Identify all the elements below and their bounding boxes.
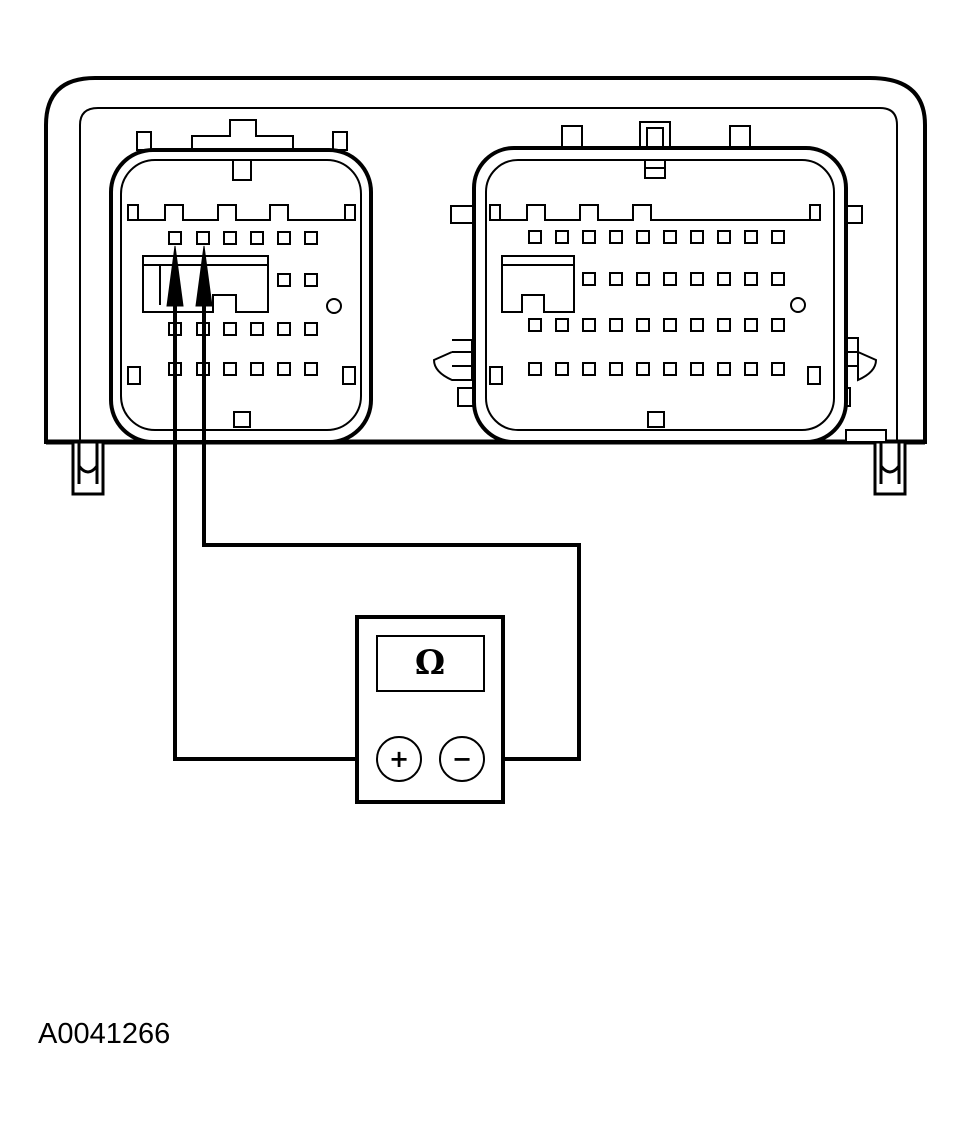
pin-cavity: [555, 318, 569, 332]
pin-cavity: [582, 318, 596, 332]
pin-cavity: [250, 362, 264, 376]
pin-cavity: [304, 322, 318, 336]
pin-cavity: [250, 322, 264, 336]
pin-cavity: [663, 272, 677, 286]
pin-cavity: [277, 273, 291, 287]
pin-cavity: [636, 230, 650, 244]
test-lead-positive: [173, 300, 378, 761]
module-inner-ledge: [79, 107, 898, 442]
pin-cavity: [690, 272, 704, 286]
pin-array-right: [528, 230, 785, 376]
pin-cavity: [277, 362, 291, 376]
probe-tip-positive: [166, 245, 184, 307]
pin-cavity: [528, 230, 542, 244]
pin-cavity: [609, 272, 623, 286]
pin-cavity: [304, 362, 318, 376]
pin-cavity: [771, 318, 785, 332]
pin-cavity: [744, 272, 758, 286]
pin-cavity: [771, 272, 785, 286]
connector-left: [109, 119, 373, 444]
pin-cavity: [250, 231, 264, 245]
pin-cavity: [277, 322, 291, 336]
pin-cavity: [196, 231, 210, 245]
pin-cavity: [744, 230, 758, 244]
pin-cavity: [528, 362, 542, 376]
pin-cavity: [277, 231, 291, 245]
ohm-symbol: Ω: [415, 643, 445, 683]
pin-cavity: [223, 362, 237, 376]
pin-cavity: [636, 272, 650, 286]
pin-cavity: [636, 318, 650, 332]
pin-cavity: [609, 362, 623, 376]
pin-cavity: [555, 362, 569, 376]
pin-cavity: [582, 230, 596, 244]
pin-cavity: [223, 231, 237, 245]
pin-cavity: [636, 362, 650, 376]
pin-cavity: [663, 318, 677, 332]
test-lead-negative: [202, 300, 581, 761]
pin-cavity: [771, 230, 785, 244]
pin-cavity: [717, 230, 731, 244]
pin-cavity: [304, 273, 318, 287]
pin-cavity: [744, 318, 758, 332]
pin-cavity: [717, 318, 731, 332]
terminal-negative: [439, 736, 485, 782]
mounting-foot-left: [71, 440, 105, 496]
figure-id: A0041266: [38, 1018, 171, 1050]
mounting-foot-right: [873, 440, 907, 496]
terminal-positive: [376, 736, 422, 782]
pin-cavity: [555, 230, 569, 244]
pin-cavity: [744, 362, 758, 376]
pin-cavity: [609, 318, 623, 332]
terminal-positive-label: +: [389, 745, 409, 773]
pin-cavity: [771, 362, 785, 376]
meter-display: [376, 635, 485, 692]
connector-right: [432, 121, 887, 444]
pin-cavity: [168, 231, 182, 245]
pin-cavity: [717, 362, 731, 376]
pin-cavity: [582, 272, 596, 286]
pin-cavity: [223, 322, 237, 336]
pin-cavity: [528, 318, 542, 332]
pin-cavity: [690, 318, 704, 332]
pin-cavity: [663, 362, 677, 376]
pin-cavity: [304, 231, 318, 245]
pin-cavity: [663, 230, 677, 244]
pin-cavity: [690, 362, 704, 376]
terminal-negative-label: −: [452, 745, 472, 773]
pin-cavity: [609, 230, 623, 244]
ohmmeter: Ω + −: [355, 615, 505, 804]
pin-cavity: [690, 230, 704, 244]
pin-cavity: [717, 272, 731, 286]
probe-tip-negative: [195, 245, 213, 307]
pin-cavity: [582, 362, 596, 376]
